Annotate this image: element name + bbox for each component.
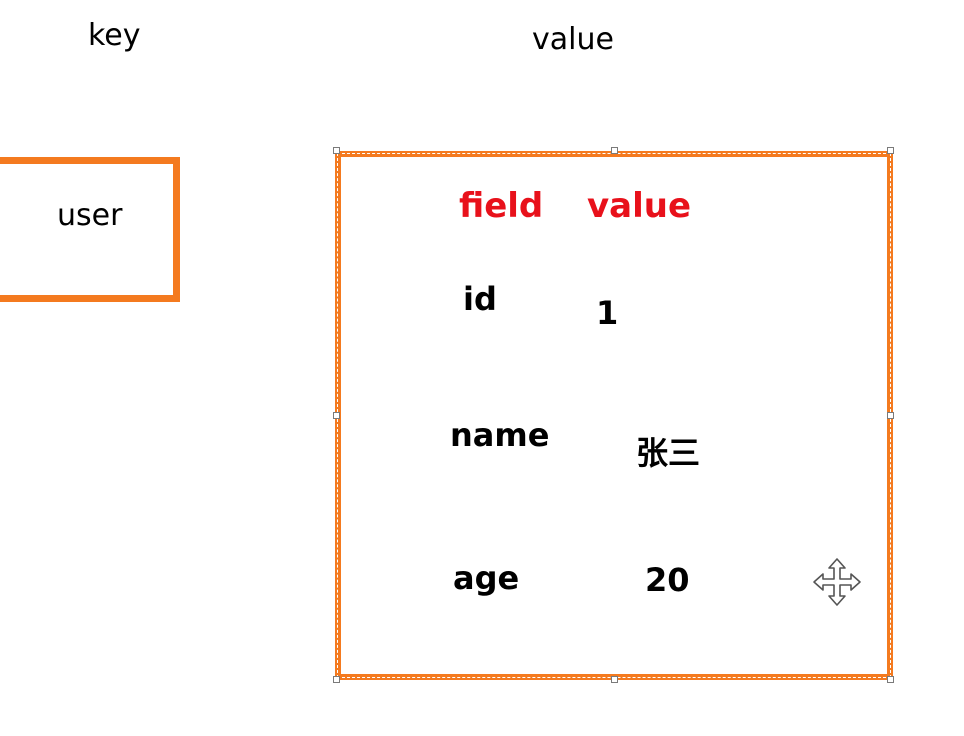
resize-handle-top-right[interactable]	[887, 147, 894, 154]
hash-value-box[interactable]	[335, 151, 893, 680]
resize-handle-middle-right[interactable]	[887, 412, 894, 419]
resize-handle-middle-left[interactable]	[333, 412, 340, 419]
key-heading: key	[88, 18, 141, 53]
resize-handle-bottom-left[interactable]	[333, 676, 340, 683]
resize-handle-bottom-right[interactable]	[887, 676, 894, 683]
value-column-header: value	[587, 186, 692, 226]
row-name-field: name	[450, 416, 550, 454]
value-heading: value	[532, 22, 614, 57]
key-label: user	[57, 198, 123, 233]
resize-handle-bottom-center[interactable]	[611, 676, 618, 683]
key-box	[0, 157, 180, 302]
row-id-field: id	[463, 280, 497, 318]
row-age-field: age	[453, 559, 520, 597]
move-arrows-icon	[813, 558, 861, 606]
row-name-value: 张三	[636, 434, 701, 472]
resize-handle-top-left[interactable]	[333, 147, 340, 154]
row-age-value: 20	[645, 561, 690, 599]
field-column-header: field	[459, 186, 544, 226]
row-id-value: 1	[596, 294, 619, 332]
resize-handle-top-center[interactable]	[611, 147, 618, 154]
